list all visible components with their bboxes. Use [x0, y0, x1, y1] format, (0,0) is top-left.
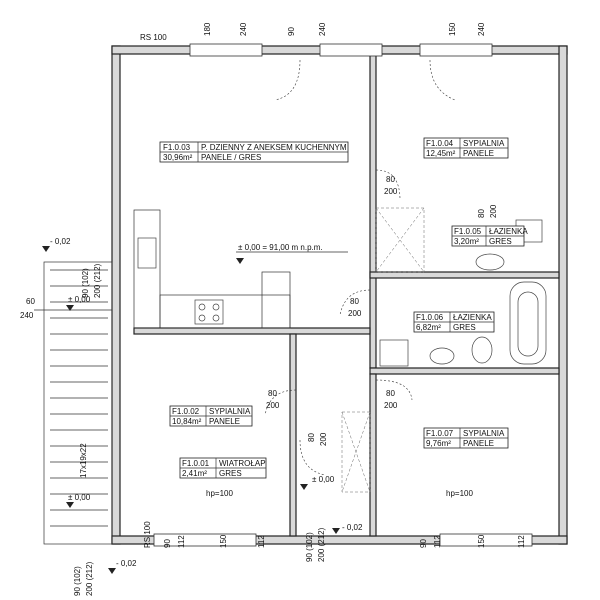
dim-bl-2: 150: [219, 534, 228, 548]
entry-door-h-left: 200 (212): [85, 561, 94, 596]
room-label-f1-0-02: F1.0.02 SYPIALNIA 10,84m² PANELE: [169, 405, 253, 427]
room-id: F1.0.04: [426, 139, 454, 148]
room-name: ŁAZIENKA: [489, 227, 528, 236]
room-area: 2,41m²: [182, 469, 207, 478]
level-main-label: ± 0,00 = 91,00 m n.p.m.: [238, 243, 323, 252]
dim-br-2: 150: [477, 534, 486, 548]
room-area: 6,82m²: [416, 323, 441, 332]
door-w-3: 80: [268, 389, 277, 398]
level-minus-left: - 0,02: [50, 237, 71, 246]
dim-bl-0: 90: [163, 539, 172, 548]
dim-bottom: 90 112 150 112 90 112 150 112: [163, 534, 526, 548]
room-id: F1.0.07: [426, 429, 454, 438]
kitchen: [133, 209, 291, 329]
door-w-2: 80: [350, 297, 359, 306]
rs-label-top: RS 100: [140, 33, 167, 42]
dim-br-1: 112: [433, 535, 442, 548]
rs-label-bottom: RS 100: [143, 521, 152, 548]
stair: [43, 261, 113, 545]
dim-top-5: 240: [477, 22, 486, 36]
shower-h: 200: [489, 204, 498, 218]
dim-top-3: 240: [318, 22, 327, 36]
windows-bottom: [153, 533, 533, 547]
windows-top: [189, 43, 493, 57]
dim-bl-1: 112: [177, 535, 186, 548]
level-zero-stair: ± 0,00: [68, 295, 91, 304]
level-minus-entry: - 0,02: [342, 523, 363, 532]
room-name: SYPIALNIA: [209, 407, 251, 416]
room-label-f1-0-07: F1.0.07 SYPIALNIA 9,76m² PANELE: [423, 427, 509, 449]
room-name: P. DZIENNY Z ANEKSEM KUCHENNYM: [201, 143, 347, 152]
entry-door-h-top: 200 (212): [93, 263, 102, 298]
door-h-2: 200: [348, 309, 362, 318]
room-area: 3,20m²: [454, 237, 479, 246]
room-id: F1.0.03: [163, 143, 191, 152]
room-finish: GRES: [219, 469, 242, 478]
room-area: 30,96m²: [163, 153, 193, 162]
level-markers: ± 0,00 = 91,00 m n.p.m. - 0,02 ± 0,00 ± …: [42, 237, 363, 574]
level-minus-bottom: - 0,02: [116, 559, 137, 568]
entry-door-h-bottom: 200 (212): [317, 527, 326, 562]
dim-side: 60 240: [20, 297, 112, 320]
room-name: ŁAZIENKA: [453, 313, 492, 322]
dim-top-0: 180: [203, 22, 212, 36]
room-id: F1.0.02: [172, 407, 200, 416]
dim-top-4: 150: [448, 22, 457, 36]
stair-label: 17x19x22: [79, 443, 88, 478]
entry-door-w-left: 90 (102): [73, 566, 82, 596]
side-240: 240: [20, 311, 34, 320]
room-finish: PANELE: [463, 149, 494, 158]
bathroom-large-fixtures: [379, 281, 547, 367]
side-60: 60: [26, 297, 35, 306]
room-label-f1-0-03: F1.0.03 P. DZIENNY Z ANEKSEM KUCHENNYM 3…: [159, 141, 349, 163]
door-h-4: 200: [384, 401, 398, 410]
door-h-3: 200: [266, 401, 280, 410]
room-finish: PANELE / GRES: [201, 153, 261, 162]
room-area: 9,76m²: [426, 439, 451, 448]
entry-door-w-bottom: 90 (102): [305, 532, 314, 562]
level-zero-lower: ± 0,00: [68, 493, 91, 502]
entry-door-w-top: 90 (102): [81, 268, 90, 298]
dim-br-0: 90: [419, 539, 428, 548]
dim-top-2: 90: [287, 27, 296, 36]
door-w-5: 80: [307, 433, 316, 442]
room-area: 10,84m²: [172, 417, 202, 426]
dim-bl-3: 112: [257, 535, 266, 548]
doors: [264, 59, 456, 476]
level-zero-entry: ± 0,00: [312, 475, 335, 484]
room-id: F1.0.05: [454, 227, 482, 236]
door-w-4: 80: [386, 389, 395, 398]
room-id: F1.0.06: [416, 313, 444, 322]
door-w-1: 80: [386, 175, 395, 184]
dim-entry-doors: 90 (102) 200 (212) 90 (102) 200 (212) 90…: [73, 263, 326, 596]
dim-br-3: 112: [517, 535, 526, 548]
vestibule-closet: [341, 411, 371, 493]
room-label-f1-0-01: F1.0.01 WIATROŁAP 2,41m² GRES: [179, 457, 267, 479]
hp-label-left: hp=100: [206, 489, 233, 498]
dim-top: 180 240 90 240 150 240: [203, 22, 486, 36]
room-label-f1-0-04: F1.0.04 SYPIALNIA 12,45m² PANELE: [423, 137, 509, 159]
dim-doors: 80 200 80 200 80 200 80 200 80 200: [266, 175, 398, 446]
room-id: F1.0.01: [182, 459, 210, 468]
room-label-f1-0-06: F1.0.06 ŁAZIENKA 6,82m² GRES: [413, 311, 495, 333]
room-finish: PANELE: [209, 417, 240, 426]
room-name: SYPIALNIA: [463, 429, 505, 438]
room-name: SYPIALNIA: [463, 139, 505, 148]
dim-top-1: 240: [239, 22, 248, 36]
misc-labels: RS 100 RS 100 hp=100 hp=100 17x19x22: [79, 33, 473, 548]
room-label-f1-0-05: F1.0.05 ŁAZIENKA 3,20m² GRES: [451, 225, 528, 247]
door-h-1: 200: [384, 187, 398, 196]
shower-w: 80: [477, 209, 486, 218]
dim-shower: 80 200: [477, 204, 498, 218]
interior-walls: [133, 53, 560, 537]
room-finish: PANELE: [463, 439, 494, 448]
hp-label-right: hp=100: [446, 489, 473, 498]
room-name: WIATROŁAP: [219, 459, 266, 468]
door-h-5: 200: [319, 432, 328, 446]
room-area: 12,45m²: [426, 149, 456, 158]
room-finish: GRES: [453, 323, 476, 332]
room-finish: GRES: [489, 237, 512, 246]
